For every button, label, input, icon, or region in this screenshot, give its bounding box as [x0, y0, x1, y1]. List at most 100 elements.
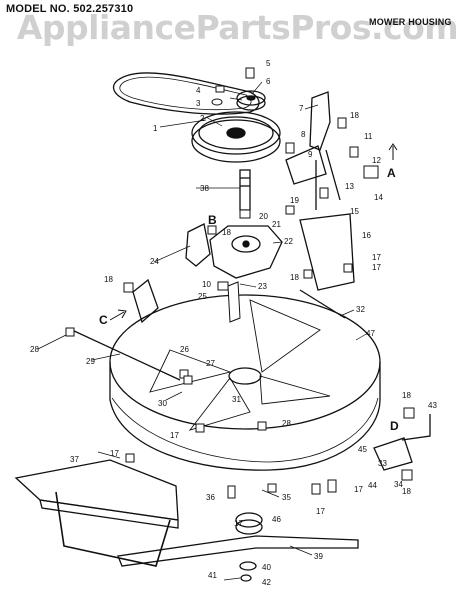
- label-part-20: 20: [259, 212, 268, 221]
- view-letter-c: C: [99, 313, 108, 327]
- label-part-45: 45: [358, 445, 367, 454]
- label-part-26: 26: [180, 345, 189, 354]
- view-letter-b: B: [208, 213, 217, 227]
- label-part-30: 30: [158, 399, 167, 408]
- mower-blade: [117, 535, 359, 567]
- label-part-17-d: 17: [110, 449, 119, 458]
- view-letters: A B C D: [99, 143, 399, 433]
- label-part-3: 3: [196, 99, 201, 108]
- blade-adapter: [235, 512, 263, 535]
- label-part-25: 25: [198, 292, 207, 301]
- spindle-shaft: [239, 169, 251, 211]
- nut-17-c: [311, 483, 321, 495]
- nut-4: [215, 85, 225, 93]
- label-part-17-e: 17: [234, 519, 243, 528]
- label-part-17-g: 17: [354, 485, 363, 494]
- label-part-2: 2: [200, 114, 205, 123]
- label-part-1: 1: [153, 124, 158, 133]
- label-part-46: 46: [272, 515, 281, 524]
- label-part-12: 12: [372, 156, 381, 165]
- label-part-31: 31: [232, 395, 241, 404]
- label-part-13: 13: [345, 182, 354, 191]
- label-part-24: 24: [150, 257, 159, 266]
- washer-3: [211, 98, 223, 106]
- height-bracket: [285, 91, 355, 291]
- label-part-17-b: 17: [372, 263, 381, 272]
- label-part-18-d: 18: [290, 273, 299, 282]
- label-part-36: 36: [206, 493, 215, 502]
- label-part-16: 16: [362, 231, 371, 240]
- knob-12: [363, 165, 379, 179]
- label-part-19: 19: [290, 196, 299, 205]
- label-part-18-e: 18: [402, 391, 411, 400]
- label-part-37: 37: [70, 455, 79, 464]
- blade-washer: [239, 561, 257, 571]
- nut-28-b: [257, 421, 267, 431]
- label-part-28-a: 28: [30, 345, 39, 354]
- label-part-42: 42: [262, 578, 271, 587]
- lift-link: [401, 414, 431, 441]
- nut-10: [217, 281, 229, 291]
- right-hanger: [373, 437, 413, 471]
- nut-35: [267, 483, 277, 493]
- nut-18-top: [337, 117, 347, 129]
- label-part-34: 34: [394, 480, 403, 489]
- label-part-33: 33: [378, 459, 387, 468]
- spindle-housing: [209, 225, 283, 279]
- label-part-27: 27: [206, 359, 215, 368]
- label-part-5: 5: [266, 59, 271, 68]
- bracket-23: [227, 281, 241, 323]
- nut-18-b: [207, 225, 217, 235]
- drive-belt: [112, 72, 260, 115]
- label-part-32: 32: [356, 305, 365, 314]
- bolt-17-d: [327, 479, 337, 493]
- nut-18-f: [401, 469, 413, 481]
- bolt-5: [245, 67, 255, 79]
- label-part-38: 38: [200, 184, 209, 193]
- label-part-40: 40: [262, 563, 271, 572]
- label-part-43: 43: [428, 401, 437, 410]
- bracket-left: [185, 223, 211, 267]
- part-27: [183, 375, 193, 385]
- blade-bolt: [240, 574, 252, 582]
- label-part-9: 9: [308, 150, 313, 159]
- nut-19: [285, 205, 295, 215]
- label-part-18-a: 18: [350, 111, 359, 120]
- nut-28: [65, 327, 75, 337]
- label-part-39: 39: [314, 552, 323, 561]
- washer-20: [239, 209, 251, 219]
- label-part-17-a: 17: [372, 253, 381, 262]
- nut-18-e: [403, 407, 415, 419]
- bolt-8: [285, 142, 295, 154]
- mower-deck: [109, 294, 381, 471]
- view-letter-a: A: [387, 166, 396, 180]
- nut-17-b: [195, 423, 205, 433]
- label-part-35: 35: [282, 493, 291, 502]
- label-part-28-b: 28: [282, 419, 291, 428]
- label-part-47: 47: [366, 329, 375, 338]
- label-part-18-f: 18: [402, 487, 411, 496]
- label-part-6: 6: [266, 77, 271, 86]
- label-part-21: 21: [272, 220, 281, 229]
- watermark: AppliancePartsPros.com: [16, 8, 459, 47]
- label-part-29: 29: [86, 357, 95, 366]
- pulley: [191, 111, 281, 163]
- bolt-36: [227, 485, 236, 499]
- label-part-7: 7: [299, 104, 304, 113]
- spacer-13: [319, 187, 329, 199]
- part-labels: 1 2 3 4 5 6 7 8 9 10 11 12 13 14 15 16 1…: [30, 59, 437, 587]
- label-part-44: 44: [368, 481, 377, 490]
- nut-17-a: [343, 263, 353, 273]
- label-part-14: 14: [374, 193, 383, 202]
- nut-17-e: [125, 453, 135, 463]
- nut-18-d: [303, 269, 313, 279]
- label-part-4: 4: [196, 86, 201, 95]
- view-letter-d: D: [390, 419, 399, 433]
- label-part-8: 8: [301, 130, 306, 139]
- label-part-17-c: 17: [170, 431, 179, 440]
- label-part-18-b: 18: [222, 228, 231, 237]
- nut-18-c: [123, 282, 134, 293]
- discharge-chute: [14, 459, 179, 567]
